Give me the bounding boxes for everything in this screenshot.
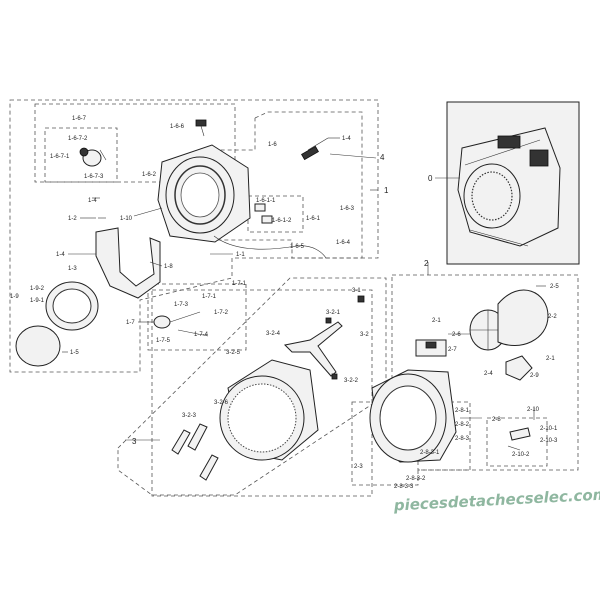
label-2-9: 2-9: [530, 373, 539, 379]
complete-tub-assembly: [457, 127, 561, 247]
group-1-7-box: [147, 283, 247, 351]
damper-1-4: [301, 137, 329, 161]
drum-3-2-5: [219, 359, 319, 461]
group-1-6-7-box: [44, 127, 118, 183]
group-2-10-box: [486, 417, 548, 467]
drain-hose-1-6-5: [213, 235, 327, 259]
label-2-8-1: 2-8-1: [455, 408, 470, 414]
screws-1-2: [92, 197, 106, 219]
label-2-5: 2-5: [550, 284, 559, 290]
lifters-3-2-3: [171, 423, 219, 481]
label-1-6-7: 1-6-7: [72, 116, 87, 122]
label-1-6-7-2: 1-6-7-2: [68, 136, 88, 142]
label-1-9: 1-9: [10, 294, 19, 300]
label-1-9-2: 1-9-2: [30, 286, 45, 292]
label-1-2: 1-2: [68, 216, 77, 222]
label-1-6-7-1: 1-6-7-1: [50, 154, 70, 160]
door-gasket-1-9: [45, 281, 99, 331]
label-1-1: 1-1: [236, 252, 245, 258]
label-2-10: 2-10: [527, 407, 540, 413]
label-3-2-1: 3-2-1: [326, 310, 341, 316]
sensor-1-6-1: [254, 203, 273, 224]
label-2-8-3-3: 2-8-3-3: [394, 484, 414, 490]
bolts-3-1: [325, 295, 365, 380]
label-2: 2: [424, 259, 429, 268]
label-1-7-2: 1-7-2: [214, 310, 229, 316]
label-1-6-3: 1-6-3: [340, 206, 355, 212]
label-2-10-2: 2-10-2: [512, 452, 530, 458]
belt-2-2: [497, 289, 549, 347]
label-0: 0: [428, 174, 433, 183]
bearing-2-9: [505, 355, 533, 381]
motor-2-7: [415, 339, 447, 357]
label-3-2: 3-2: [360, 332, 369, 338]
door-glass-1-5: [15, 325, 61, 367]
label-3-2-6: 3-2-6: [214, 400, 229, 406]
label-1-6-1: 1-6-1: [306, 216, 321, 222]
label-2-10-1: 2-10-1: [540, 426, 558, 432]
label-1-8: 1-8: [164, 264, 173, 270]
label-1-7: 1-7: [126, 320, 135, 326]
label-1-10: 1-10: [120, 216, 133, 222]
label-2-8-2: 2-8-2: [455, 422, 470, 428]
label-2-7: 2-7: [448, 347, 457, 353]
label-3: 3: [132, 437, 137, 446]
label-1-7-1: 1-7-1: [202, 294, 217, 300]
label-1-7-4: 1-7-4: [194, 332, 209, 338]
label-2-3: 2-3: [354, 464, 363, 470]
label-2-10-3: 2-10-3: [540, 438, 558, 444]
bolt-1-6-6: [195, 119, 207, 137]
heater-2-10: [507, 427, 531, 451]
label-1-4-mid: 1-4: [56, 252, 65, 258]
label-1-6: 1-6: [268, 142, 277, 148]
label-2-1-right: 2-1: [546, 356, 555, 362]
label-1-7-3: 1-7-3: [174, 302, 189, 308]
label-2-8: 2-8: [492, 417, 501, 423]
label-2-8-3-1: 2-8-3-1: [420, 450, 440, 456]
label-1-7-1-top: 1-7-1: [232, 281, 247, 287]
group-3-inner: [151, 289, 373, 497]
label-1-6-5: 1-6-5: [290, 244, 305, 250]
label-3-2-4: 3-2-4: [266, 331, 281, 337]
label-1-6-4: 1-6-4: [336, 240, 351, 246]
label-3-2-5: 3-2-5: [226, 350, 241, 356]
label-2-2: 2-2: [548, 314, 557, 320]
label-3-2-2: 3-2-2: [344, 378, 359, 384]
label-1-4-left: 1-4: [88, 198, 97, 204]
label-1-6-1-2: 1-6-1-2: [272, 218, 292, 224]
label-2-8-3: 2-8-3: [455, 436, 470, 442]
watermark: piecesdetachecselec.com: [392, 485, 600, 514]
label-1-6-7-3: 1-6-7-3: [84, 174, 104, 180]
label-1-3: 1-3: [68, 266, 77, 272]
label-1-7-5: 1-7-5: [156, 338, 171, 344]
label-1-5: 1-5: [70, 350, 79, 356]
bracket-1-8: [95, 227, 161, 299]
label-1-6-6: 1-6-6: [170, 124, 185, 130]
label-3-2-3: 3-2-3: [182, 413, 197, 419]
label-2-4: 2-4: [484, 371, 493, 377]
nozzle-1-7: [153, 311, 209, 337]
front-tub-1-10: [157, 144, 251, 243]
label-1: 1: [384, 186, 389, 195]
hose-clamp-1-6-7: [79, 147, 107, 167]
label-4: 4: [380, 153, 385, 162]
label-1-9-1: 1-9-1: [30, 298, 45, 304]
callout-labels: 0 1 2 3 4 1-6-7 1-6-7-2 1-6-7-1 1-6-7-3 …: [10, 116, 559, 490]
leader-lines: [62, 137, 546, 441]
label-1-6-1-1: 1-6-1-1: [256, 198, 276, 204]
group-2-8-boundary: [351, 401, 471, 486]
spider-3-2-4: [283, 321, 343, 377]
group-1-boundary: [9, 99, 379, 373]
label-2-1-top: 2-1: [432, 318, 441, 324]
label-2-8-3-2: 2-8-3-2: [406, 476, 426, 482]
label-1-6-2: 1-6-2: [142, 172, 157, 178]
label-1-4-top: 1-4: [342, 136, 351, 142]
group-1-6-7-outer: [34, 103, 236, 183]
rear-tub-2-8: [369, 369, 457, 463]
label-2-6: 2-6: [452, 332, 461, 338]
label-3-1: 3-1: [352, 288, 361, 294]
